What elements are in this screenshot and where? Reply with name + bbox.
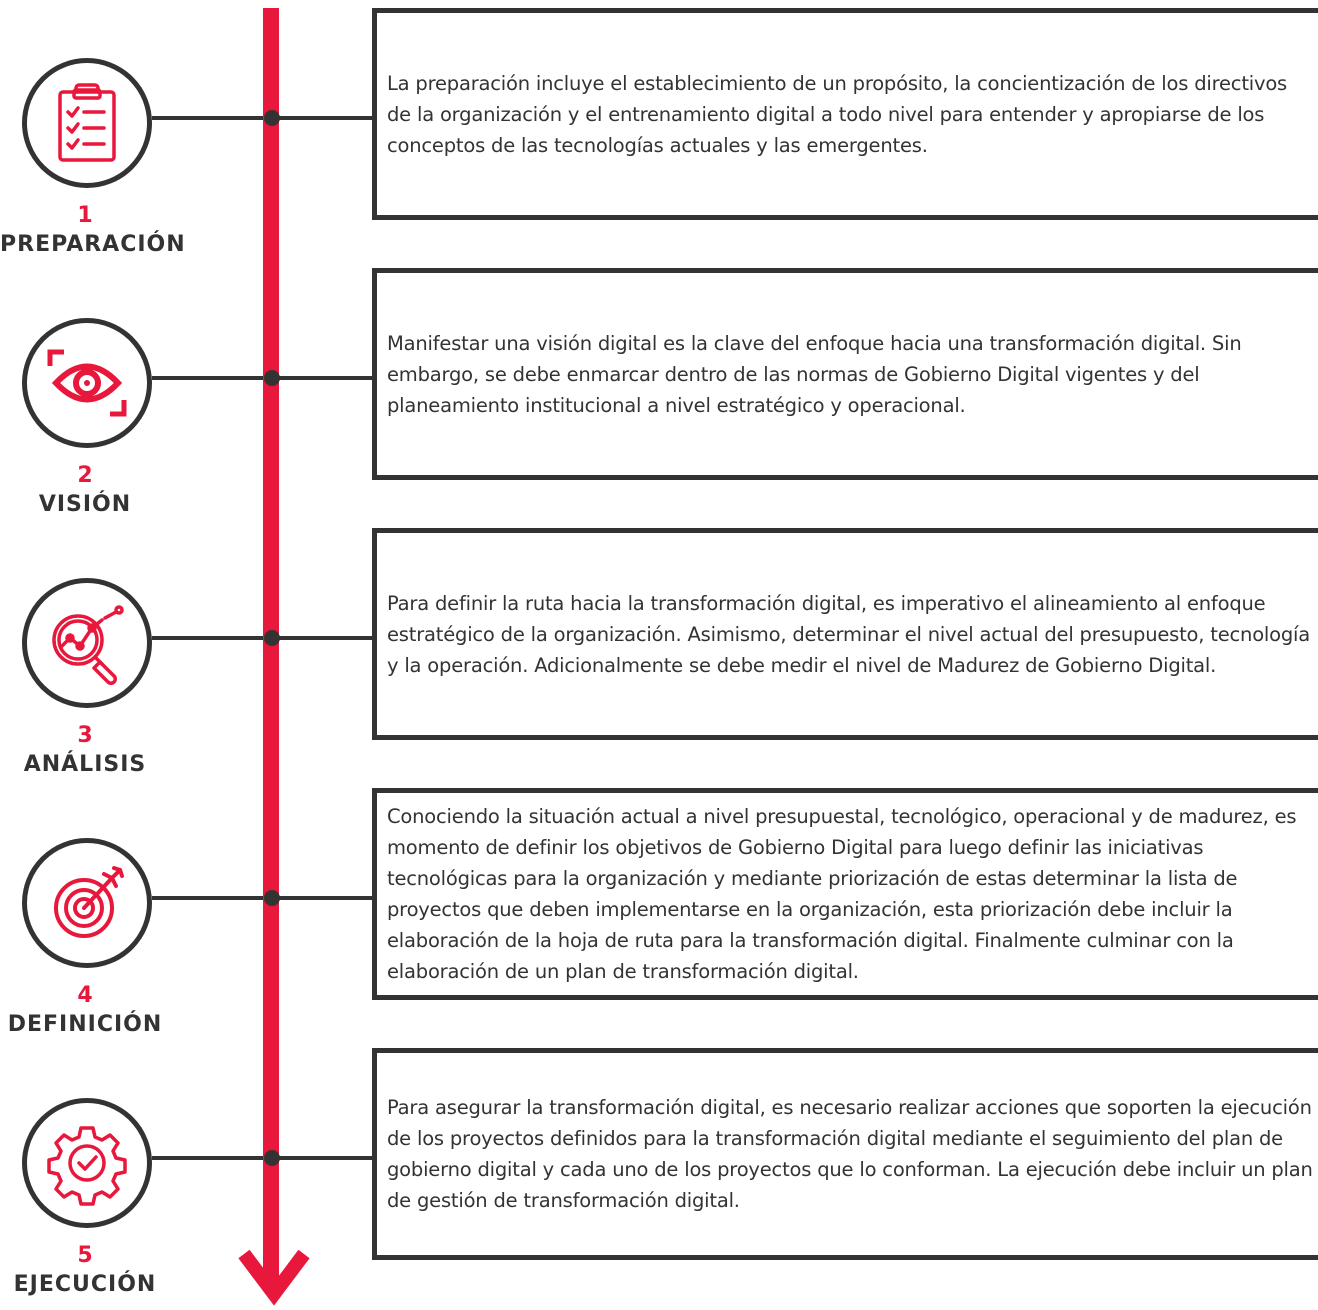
step-description-box: Para asegurar la transformación digital,… (372, 1048, 1318, 1260)
connector-line (152, 1156, 263, 1160)
step-title: PREPARACIÓN (0, 232, 186, 257)
step-description: Para asegurar la transformación digital,… (387, 1096, 1313, 1212)
step-vision: 2 VISIÓN Manifestar una visión digital e… (0, 268, 1318, 528)
connector-line (279, 116, 372, 120)
connector-line (152, 116, 263, 120)
step-number: 2 (77, 463, 93, 488)
clipboard-checklist-icon (58, 83, 116, 162)
timeline-dot (264, 370, 280, 386)
timeline-dot (264, 890, 280, 906)
step-description: Manifestar una visión digital es la clav… (387, 331, 1242, 417)
step-title: ANÁLISIS (23, 752, 147, 777)
step-description-box: Manifestar una visión digital es la clav… (372, 268, 1318, 480)
timeline-dot (264, 630, 280, 646)
step-title: VISIÓN (38, 492, 132, 517)
step-preparacion: 1 PREPARACIÓN La preparación incluye el … (0, 8, 1318, 268)
timeline-dot (264, 1150, 280, 1166)
step-description: Conociendo la situación actual a nivel p… (387, 805, 1297, 983)
step-icon-circle (22, 58, 152, 188)
step-icon-circle (22, 838, 152, 968)
step-number: 5 (77, 1243, 93, 1268)
step-analisis: 3 ANÁLISIS Para definir la ruta hacia la… (0, 528, 1318, 788)
connector-line (279, 1156, 372, 1160)
step-description: Para definir la ruta hacia la transforma… (387, 591, 1311, 677)
connector-line (152, 636, 263, 640)
target-arrow-icon (54, 866, 124, 938)
step-description-box: Para definir la ruta hacia la transforma… (372, 528, 1318, 740)
connector-line (279, 636, 372, 640)
step-number: 3 (77, 723, 93, 748)
step-description-box: La preparación incluye el establecimient… (372, 8, 1318, 220)
step-number: 4 (77, 983, 93, 1008)
step-icon-circle (22, 1098, 152, 1228)
step-title: DEFINICIÓN (7, 1012, 163, 1037)
step-ejecucion: 5 EJECUCIÓN Para asegurar la transformac… (0, 1048, 1318, 1308)
timeline-arrow-shaft (263, 8, 279, 1284)
connector-line (279, 376, 372, 380)
arrow-down-icon (238, 1249, 310, 1306)
magnifier-chart-icon (52, 605, 124, 685)
eye-focus-icon (47, 349, 127, 417)
step-description-box: Conociendo la situación actual a nivel p… (372, 788, 1318, 1000)
step-definicion: 4 DEFINICIÓN Conociendo la situación act… (0, 788, 1318, 1048)
step-icon-circle (22, 318, 152, 448)
timeline-dot (264, 110, 280, 126)
step-description: La preparación incluye el establecimient… (387, 71, 1288, 157)
connector-line (152, 376, 263, 380)
connector-line (152, 896, 263, 900)
step-title: EJECUCIÓN (13, 1272, 157, 1297)
connector-line (279, 896, 372, 900)
gear-check-icon (47, 1126, 127, 1206)
step-icon-circle (22, 578, 152, 708)
step-number: 1 (77, 203, 93, 228)
